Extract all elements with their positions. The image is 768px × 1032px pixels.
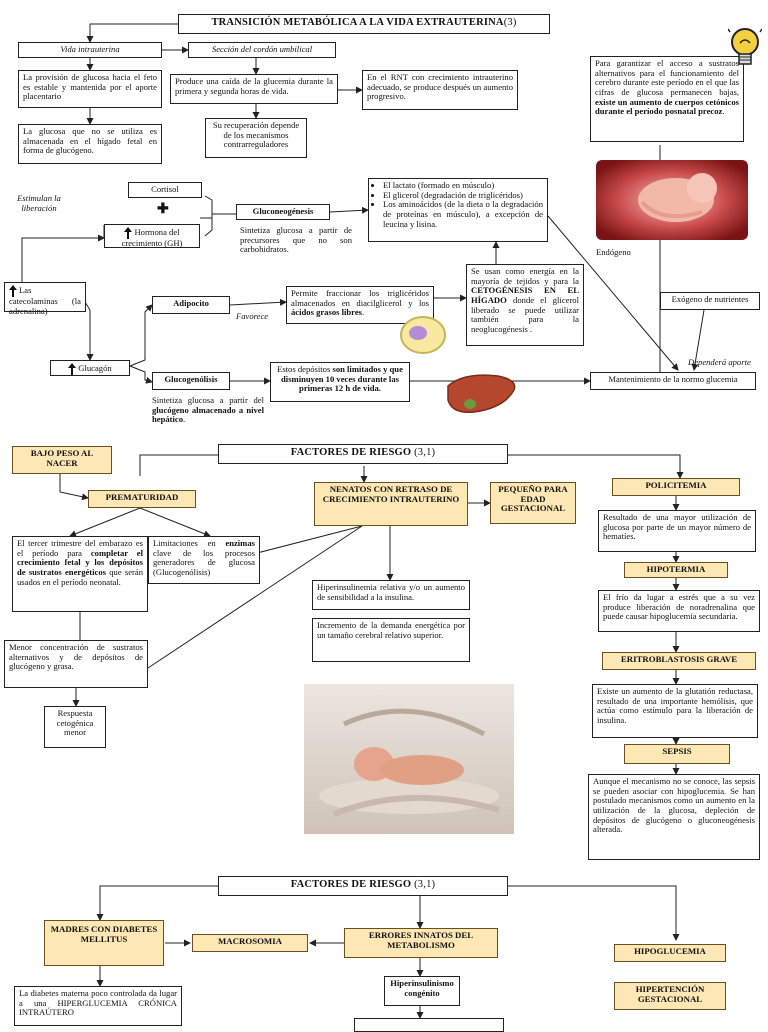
tercer-trimestre-box: El tercer trimestre del embarazo es el p… [12,536,148,612]
policitemia-badge: POLICITEMIA [612,478,740,496]
fat-cell-image [400,316,446,354]
hipotermia-desc-box: El frío da lugar a estrés que a su vez p… [598,590,760,632]
policitemia-desc-box: Resultado de una mayor utilización de gl… [598,510,756,552]
prematuridad-badge: PREMATURIDAD [88,490,196,508]
provision-glucosa-box: La provisión de glucosa hacia el feto es… [18,70,162,108]
endogeno-label: Endógeno [596,247,631,257]
sintetiza-glucogeno-text: Sintetiza glucosa a partir del glucógeno… [152,395,264,425]
favorece-label: Favorece [236,311,269,321]
menor-concentracion-box: Menor concentración de sustratos alterna… [4,640,148,688]
mantenimiento-box: Mantenimiento de la normo glucemia [590,372,756,390]
precursor-item: El glicerol (degradación de triglicérido… [383,190,543,201]
seccion-cordon-box: Sección del cordón umbilical [188,42,336,58]
sintetiza-precursores-text: Sintetiza glucosa a partir de precursore… [240,225,352,255]
acceso-sustratos-box: Para garantizar el acceso a sustratos al… [590,56,744,142]
limitaciones-box: Limitaciones en enzimas clave de los pro… [148,536,260,584]
hipertension-badge: HIPERTENCIÓN GESTACIONAL [614,982,726,1010]
glucogenolisis-box: Glucogenólisis [152,372,230,390]
glucosa-almacenada-box: La glucosa que no se utiliza es almacena… [18,124,162,164]
lightbulb-icon [728,28,762,65]
recuperacion-box: Su recuperación depende de los mecanismo… [205,118,307,158]
section3-title: FACTORES DE RIESGO (3,1) [218,876,508,896]
exogeno-box: Exógeno de nutrientes [660,292,760,310]
section1-title: TRANSICIÓN METABÓLICA A LA VIDA EXTRAUTE… [178,14,550,34]
respuesta-cetogenica-box: Respuesta cetogénica menor [44,706,106,748]
depositos-box: Estos depósitos son limitados y que dism… [270,362,410,402]
pequeno-edad-badge: PEQUEÑO PARA EDAD GESTACIONAL [490,482,576,524]
errores-innatos-badge: ERRORES INNATOS DEL METABOLISMO [344,928,498,958]
rnt-box: En el RNT con crecimiento intrauterino a… [362,70,518,110]
sepsis-badge: SEPSIS [624,744,730,764]
liver-image [447,374,516,413]
hormona-crecimiento-box: Hormona del crecimiento (GH) [104,224,200,248]
glucagon-box: Glucagón [50,360,130,376]
fraccionar-box: Permite fraccionar los triglicéridos alm… [286,286,434,324]
vida-intrauterina-box: Vida intrauterina [18,42,162,58]
dependera-label: Dependerá aporte [688,357,751,367]
precursor-item: Los aminoácidos (de la dieta o la degrad… [383,199,543,229]
hipotermia-badge: HIPOTERMIA [624,562,728,578]
sepsis-desc-box: Aunque el mecanismo no se conoce, las se… [588,774,760,860]
up-arrow-icon [9,285,17,297]
section2-title: FACTORES DE RIESGO (3,1) [218,444,508,464]
nenatos-retraso-badge: NENATOS CON RETRASO DE CRECIMIENTO INTRA… [314,482,468,526]
premature-baby-image [304,684,514,834]
fetus-image [596,160,748,240]
hipoglucemia-badge: HIPOGLUCEMIA [614,944,726,962]
adipocito-box: Adipocito [152,296,230,314]
precursores-box: El lactato (formado en músculo) El glice… [368,178,548,242]
caida-glucemia-box: Produce una caída de la glucemia durante… [170,74,338,104]
diabetes-materna-box: La diabetes materna poco controlada da l… [14,986,182,1026]
plus-icon: ✚ [157,202,169,217]
eritroblastosis-desc-box: Existe un aumento de la glutatión reduct… [592,684,758,738]
up-arrow-icon [68,363,77,375]
macrosomia-badge: MACROSOMIA [192,934,308,952]
incremento-demanda-box: Incremento de la demanda energética por … [312,618,470,662]
up-arrow-icon [124,227,133,239]
estimulan-label: Estimulan la liberación [17,193,61,213]
hiperinsulinemia-box: Hiperinsulinemia relativa y/o un aumento… [312,580,470,610]
hiperinsulinismo-box: Hiperinsulinismo congénito [384,976,460,1006]
gluconeogenesis-box: Gluconeogénesis [236,204,330,220]
bajo-peso-badge: BAJO PESO AL NACER [12,446,112,474]
cetogenesis-box: Se usan como energía en la mayoría de te… [466,264,584,346]
precursor-item: El lactato (formado en músculo) [383,180,543,191]
continuation-box [354,1018,504,1032]
cortisol-box: Cortisol [128,182,202,198]
eritroblastosis-badge: ERITROBLASTOSIS GRAVE [602,652,756,670]
catecolaminas-box: Las catecolaminas (la adrenalina) [4,282,86,315]
madres-diabetes-badge: MADRES CON DIABETES MELLITUS [44,920,164,966]
